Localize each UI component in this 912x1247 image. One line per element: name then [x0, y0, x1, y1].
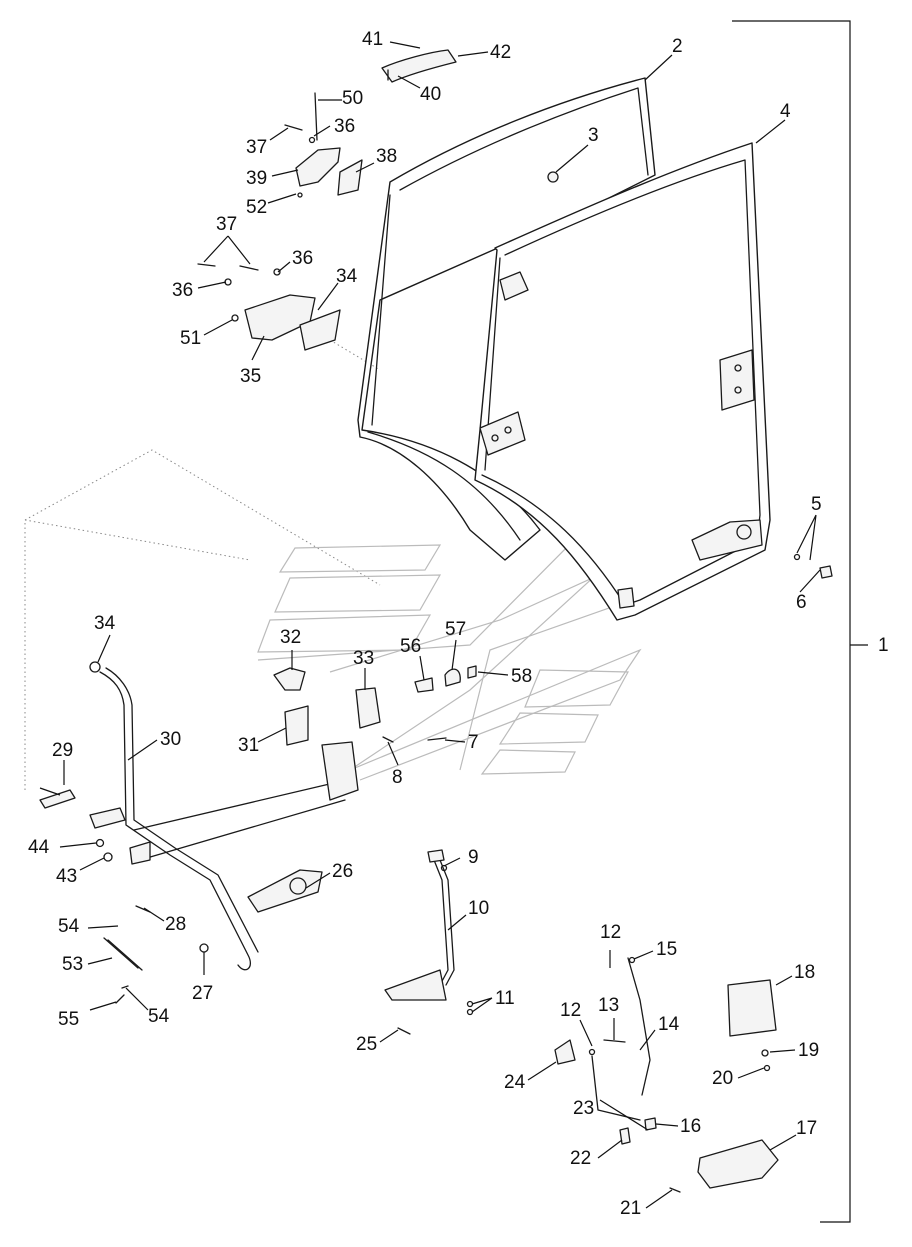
knob-part-3	[547, 171, 559, 183]
callout-40: 40	[420, 84, 441, 105]
callout-51: 51	[180, 328, 201, 349]
handle-assembly	[381, 49, 457, 83]
callout-28: 28	[165, 914, 186, 935]
callout-7: 7	[468, 732, 479, 753]
callout-44: 44	[28, 837, 50, 858]
callout-20: 20	[712, 1068, 733, 1089]
callout-37-b: 37	[216, 214, 237, 235]
callout-25: 25	[356, 1034, 377, 1055]
callout-11: 11	[495, 988, 515, 1009]
callout-29: 29	[52, 740, 73, 761]
callout-41: 41	[362, 29, 383, 50]
callout-26: 26	[332, 861, 353, 882]
callout-13: 13	[598, 995, 619, 1016]
callout-37-a: 37	[246, 137, 267, 158]
callout-16: 16	[680, 1116, 701, 1137]
upper-hinge	[284, 92, 363, 198]
callout-57: 57	[445, 619, 466, 640]
callout-10: 10	[468, 898, 489, 919]
callout-36-a: 36	[334, 116, 355, 137]
callout-54-a: 54	[58, 916, 80, 937]
callout-43: 43	[56, 866, 77, 887]
callout-33: 33	[353, 648, 374, 669]
cable-and-lock-parts	[554, 553, 833, 1193]
callout-31: 31	[238, 735, 259, 756]
callout-38: 38	[376, 146, 397, 167]
callout-22: 22	[570, 1148, 591, 1169]
callout-1: 1	[878, 635, 889, 656]
callout-15: 15	[656, 939, 677, 960]
callout-50: 50	[342, 88, 363, 109]
callout-34-a: 34	[336, 266, 358, 287]
callout-35: 35	[240, 366, 261, 387]
callout-27: 27	[192, 983, 213, 1004]
callout-5: 5	[811, 494, 822, 515]
lower-rod-assembly	[384, 849, 474, 1035]
callout-32: 32	[280, 627, 301, 648]
callout-39: 39	[246, 168, 267, 189]
callout-3: 3	[588, 125, 599, 146]
callout-54-b: 54	[148, 1006, 170, 1027]
callout-42: 42	[490, 42, 511, 63]
callout-56: 56	[400, 636, 421, 657]
callout-12-a: 12	[600, 922, 621, 943]
callout-12-b: 12	[560, 1000, 581, 1021]
assembly-bracket	[732, 20, 868, 1223]
callout-4: 4	[780, 101, 791, 122]
callout-36-c: 36	[172, 280, 193, 301]
callout-52: 52	[246, 197, 267, 218]
callout-14: 14	[658, 1014, 680, 1035]
callout-19: 19	[798, 1040, 819, 1061]
callout-labels: 1 2 3 4 5 6 7 8 9 10 11 12 12 13 14 15 1…	[28, 29, 889, 1219]
callout-34-b: 34	[94, 613, 116, 634]
callout-17: 17	[796, 1118, 817, 1139]
glass-door-inner	[474, 142, 771, 621]
latch-assembly	[273, 665, 477, 746]
door-rod-assembly	[39, 661, 359, 971]
callout-53: 53	[62, 954, 83, 975]
callout-55: 55	[58, 1009, 79, 1030]
callout-8: 8	[392, 767, 403, 788]
callout-21: 21	[620, 1198, 641, 1219]
callout-58: 58	[511, 666, 532, 687]
callout-36-b: 36	[292, 248, 313, 269]
callout-2: 2	[672, 36, 683, 57]
callout-24: 24	[504, 1072, 526, 1093]
callout-18: 18	[794, 962, 815, 983]
callout-leaders	[39, 41, 821, 1209]
callout-23: 23	[573, 1098, 594, 1119]
callout-30: 30	[160, 729, 181, 750]
callout-9: 9	[468, 847, 479, 868]
glass-panel-outer	[357, 77, 656, 561]
lower-hinge	[197, 263, 341, 351]
callout-6: 6	[796, 592, 807, 613]
